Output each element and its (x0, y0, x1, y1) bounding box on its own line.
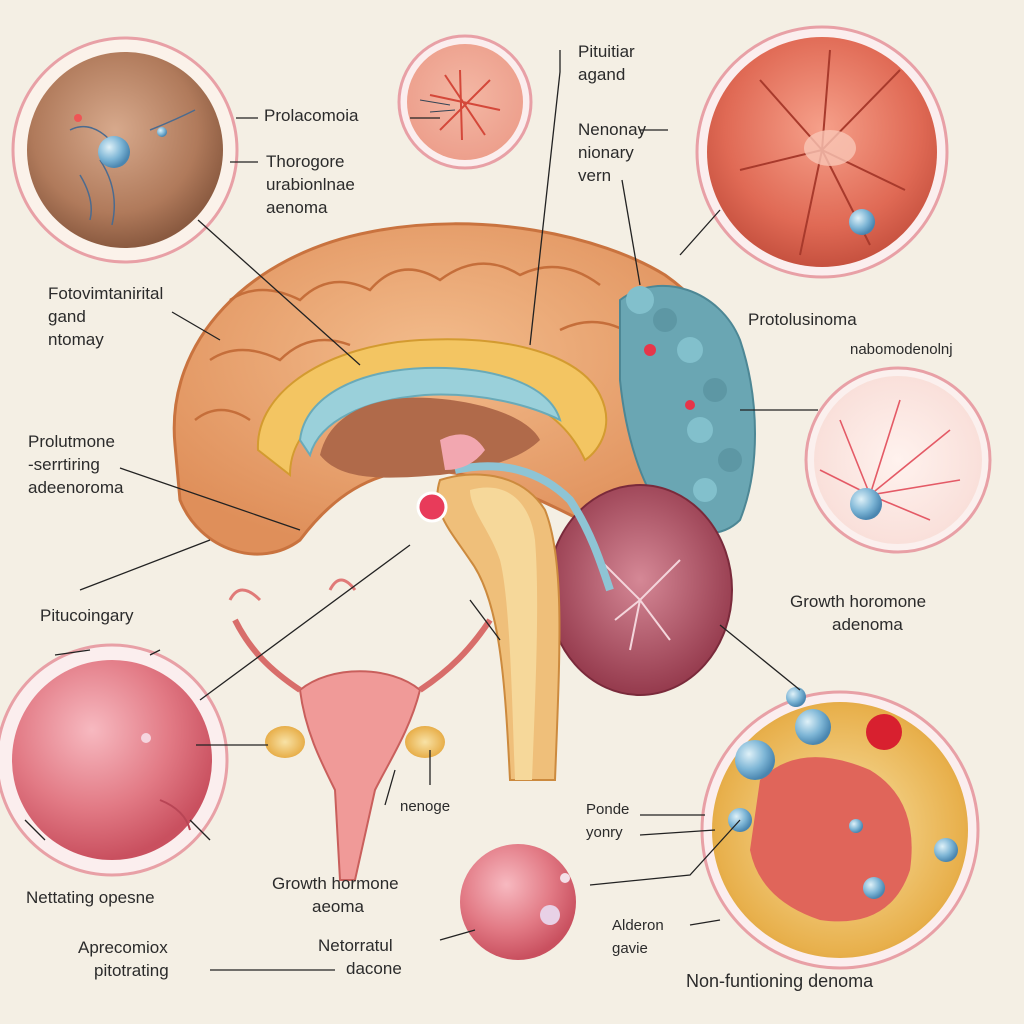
circle-top-right (695, 25, 949, 279)
pink-ball-bottom (460, 844, 576, 960)
label-non-functioning-adenoma: Non-funtioning denoma (686, 971, 874, 991)
label-alderon-gavie: Alderon gavie (612, 917, 664, 957)
circle-top-middle (397, 34, 533, 170)
label-protolusinoma: Protolusinoma (748, 310, 857, 329)
label-apreconiox: Aprecomiox pitotrating (78, 938, 169, 980)
label-nenoge: nenoge (400, 798, 451, 815)
label-thorogore: Thorogore urabionlnae aenoma (266, 152, 355, 217)
brainstem (436, 462, 614, 781)
circle-bottom-left (0, 643, 229, 877)
reproductive-organs (228, 578, 493, 881)
brain-cerebrum (172, 222, 753, 556)
label-prolutmone: Prolutmone -serrtiring adeenoroma (28, 432, 124, 497)
pituitary-gland (416, 434, 485, 523)
label-nenonay-vern: Nenonay nionary vern (578, 120, 647, 185)
circle-top-left (11, 36, 239, 264)
tumor-cluster (619, 284, 756, 535)
circle-right-middle (804, 366, 992, 554)
label-fotovintarital: Fotovimtanirital gand ntomay (48, 284, 164, 349)
label-pitucoingary: Pitucoingary (40, 606, 134, 625)
label-netorratul-dacone: Netorratul dacone (318, 936, 402, 978)
label-pituitary-gland: Pituitiar agand (578, 42, 635, 84)
label-netrating-opesne: Nettating opesne (26, 888, 155, 907)
label-growth-hormone-right: Growth horomone adenoma (790, 592, 927, 634)
leader-lines (24, 50, 818, 971)
label-ponde-yonry: Ponde yonry (586, 801, 630, 841)
label-growth-hormone-bottom: Growth hormone aeoma (272, 874, 399, 916)
circle-bottom-right (700, 687, 980, 970)
label-prolacomoma: Prolacomoia (264, 106, 359, 125)
label-nabomodenoin: nabomodenolnj (850, 341, 953, 358)
